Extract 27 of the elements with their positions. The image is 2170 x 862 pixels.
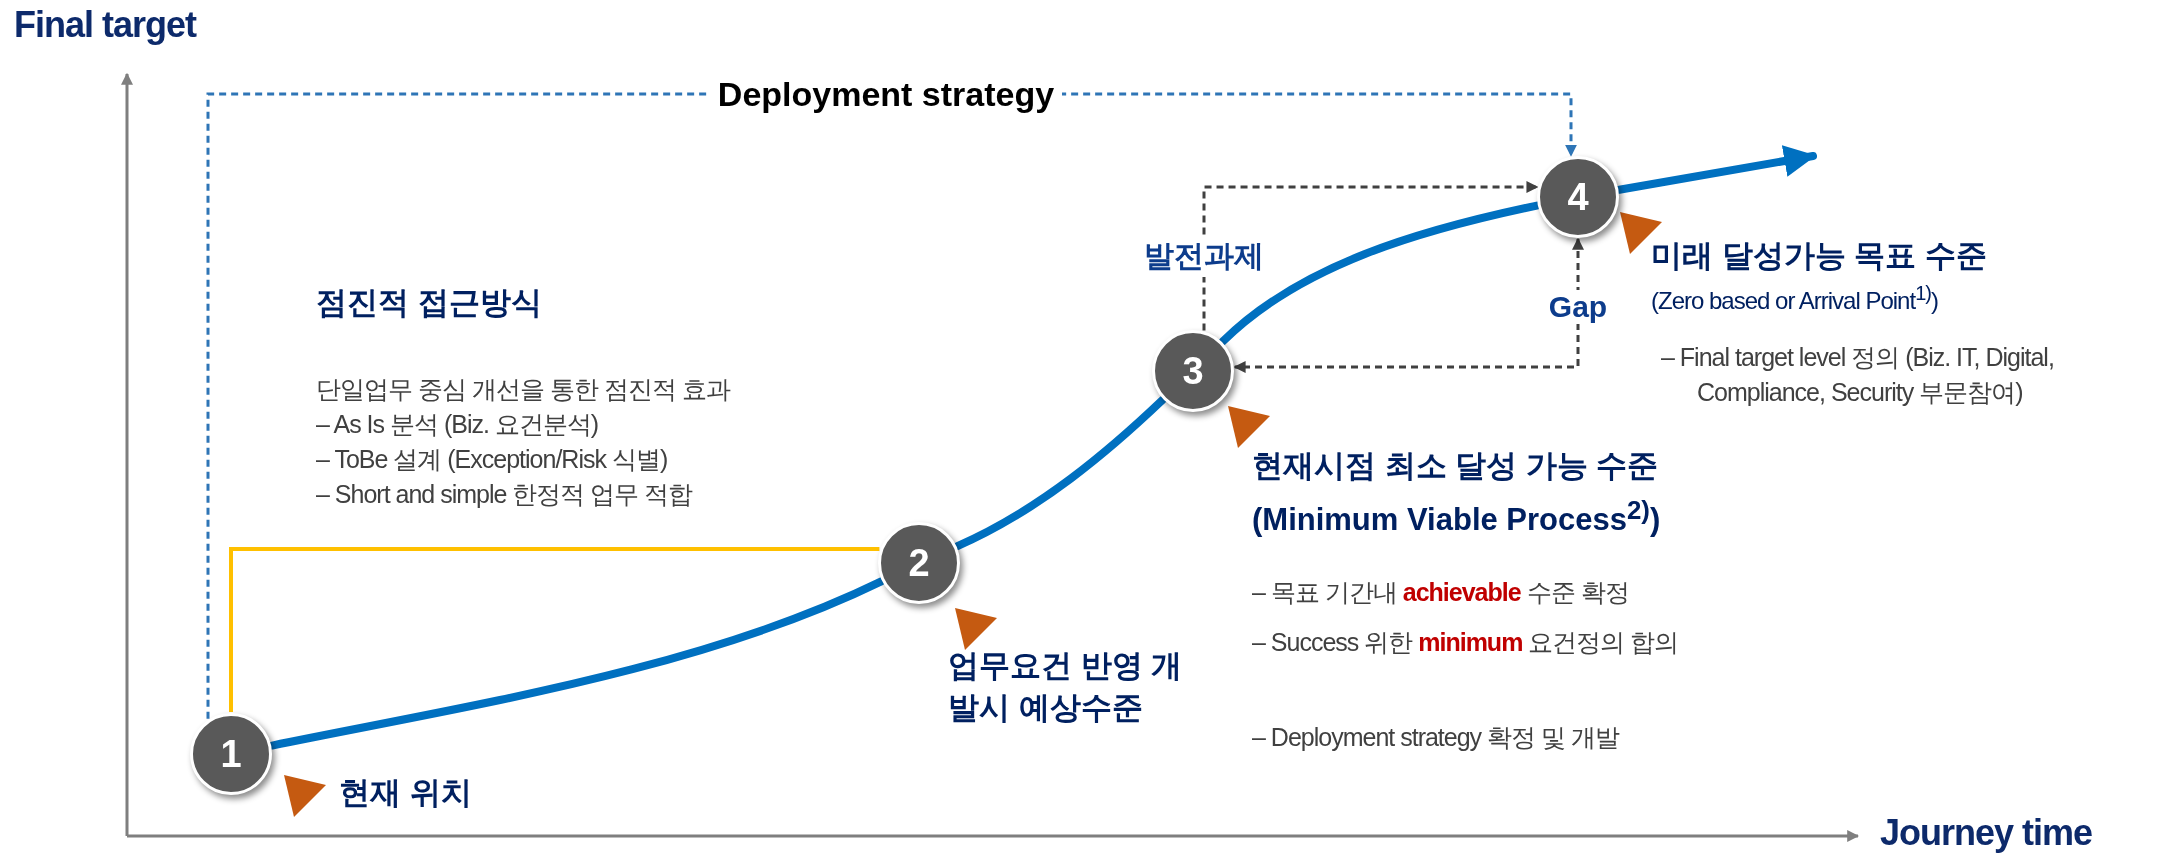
bullet-text: – Deployment strategy 확정 및 개발 xyxy=(1252,722,1621,753)
connector xyxy=(268,577,886,750)
bullet-text: – As Is 분석 (Biz. 요건분석) xyxy=(316,409,599,440)
axis-title: Journey time xyxy=(1880,812,2093,854)
connector xyxy=(1233,237,1584,373)
bullet-text: – ToBe 설계 (Exception/Risk 식별) xyxy=(316,444,668,475)
section-heading: 점진적 접근방식 xyxy=(316,284,542,322)
milestone-label: 업무요건 반영 개발시 예상수준 xyxy=(948,647,1184,727)
step-circle: 2 xyxy=(878,522,960,604)
bullet-text: – Final target level 정의 (Biz. IT, Digital, Compliance, Security 부문참여) xyxy=(1661,342,2055,408)
step-circle: 3 xyxy=(1152,330,1234,412)
body-text: 단일업무 중심 개선을 통한 점진적 효과 xyxy=(316,374,730,405)
milestone-heading: 현재시점 최소 달성 가능 수준 (Minimum Viable Process$^{2)}$) xyxy=(1252,447,1662,540)
bullet-text: – Success 위한 minimum 요건정의 합의 xyxy=(1252,627,1680,658)
connector xyxy=(1202,181,1539,331)
bullet-text: – 목표 기간내 achievable 수준 확정 xyxy=(1252,577,1630,608)
step-circle: 4 xyxy=(1537,156,1619,238)
milestone-heading: 미래 달성가능 목표 수준 xyxy=(1651,237,1987,275)
milestone-subtitle: (Zero based or Arrival Point$^{1)}$) xyxy=(1651,282,1938,315)
connector xyxy=(229,547,880,712)
connector xyxy=(1218,201,1541,346)
step-circle: 1 xyxy=(190,713,272,795)
connector xyxy=(1615,145,1817,194)
axis-title: Final target xyxy=(14,4,197,46)
position-label: 현재 위치 xyxy=(339,774,472,812)
bullet-text: – Short and simple 한정적 업무 적합 xyxy=(316,479,693,510)
connector xyxy=(953,395,1167,551)
